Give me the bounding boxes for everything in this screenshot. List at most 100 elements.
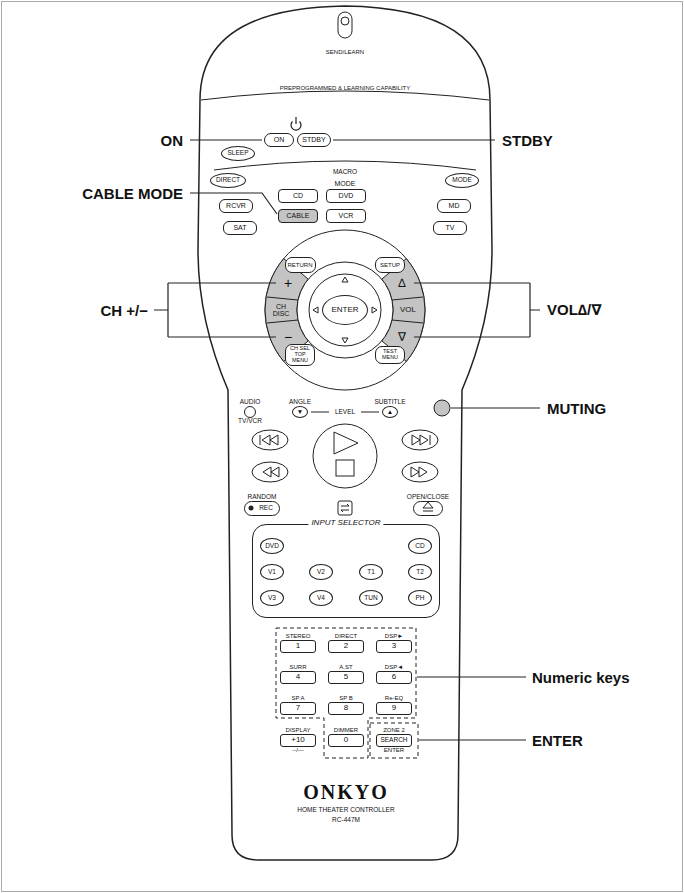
housing-print: RC-447M xyxy=(332,817,360,824)
mode-button: CD xyxy=(278,189,318,203)
transport-button xyxy=(313,424,377,488)
button-label: 6 xyxy=(392,673,396,681)
callout-label: STDBY xyxy=(500,132,555,149)
leader-line xyxy=(333,139,495,140)
cursor-arrow xyxy=(342,338,348,343)
key-caption: DSP◄ xyxy=(385,664,403,670)
channel-key: CH DISC xyxy=(268,300,294,320)
button-label: T1 xyxy=(367,569,375,576)
send-learn-led xyxy=(338,12,352,38)
button-label: PH xyxy=(415,595,424,602)
button: CH SEL TOP MENU xyxy=(285,344,315,365)
button-label: ∆ xyxy=(398,277,405,290)
transport-button xyxy=(402,430,438,450)
numeric-key: SP A7 xyxy=(280,702,316,715)
button-label: VCR xyxy=(339,212,354,219)
navigation-ring xyxy=(392,297,423,300)
muting-button xyxy=(434,400,450,416)
button-label: REC xyxy=(259,505,273,512)
numeric-key: STEREO1 xyxy=(280,640,316,653)
transport-symbol xyxy=(338,501,352,515)
mode-button: SAT xyxy=(223,221,257,235)
button: MODE xyxy=(445,173,479,188)
navigation-ring xyxy=(265,230,425,390)
key-caption: RANDOM xyxy=(248,494,277,501)
button-label: ENTER xyxy=(331,306,358,314)
input-button: V3 xyxy=(260,590,284,606)
input-button: T1 xyxy=(359,564,383,580)
enter-key-bracket xyxy=(370,723,418,758)
key-caption: ENTER xyxy=(384,747,404,753)
key-caption: ANGLE xyxy=(289,399,311,406)
button-label: RCVR xyxy=(226,202,246,209)
button-label: 9 xyxy=(392,704,396,712)
numeric-keys-bracket xyxy=(276,628,416,758)
record-dot xyxy=(249,506,254,511)
transport-button xyxy=(252,430,288,450)
button-label: CH SEL TOP MENU xyxy=(288,346,312,363)
callout-label: CH +/− xyxy=(98,302,150,319)
record-button: RANDOMREC xyxy=(244,501,280,516)
button-label: DVD xyxy=(265,543,279,550)
level-rule xyxy=(361,412,379,413)
button-label: SAT xyxy=(233,224,246,231)
input-button: TUN xyxy=(359,590,383,606)
standby-button: STDBY xyxy=(297,133,331,147)
button: DIRECT xyxy=(210,173,246,188)
remote-housing xyxy=(198,6,492,860)
leader-line xyxy=(417,676,526,677)
button: SETUP xyxy=(375,257,405,273)
numeric-key: DIRECT2 xyxy=(328,640,364,653)
button-label: V2 xyxy=(317,569,325,576)
housing-print: MACRO xyxy=(333,169,357,176)
button-label: − xyxy=(284,330,292,345)
input-selector-group: INPUT SELECTORDVDCDV1V2T1T2V3V4TUNPH xyxy=(252,524,440,618)
input-button: DVD xyxy=(260,538,284,554)
key-caption: OPEN/CLOSE xyxy=(407,494,449,501)
button-label: DIRECT xyxy=(216,177,240,184)
callout-label: VOL∆/∇ xyxy=(545,301,604,319)
transport-button xyxy=(252,424,438,488)
key-caption: Re-EQ xyxy=(385,695,403,701)
key-caption: SURR xyxy=(289,664,306,670)
eject-button: OPEN/CLOSE xyxy=(413,501,443,516)
send-learn-led xyxy=(341,17,349,25)
transport-symbol xyxy=(336,460,354,476)
navigation-ring xyxy=(392,320,423,323)
leader-line xyxy=(154,140,540,740)
button-label: CD xyxy=(293,192,303,199)
key-caption: DIRECT xyxy=(335,633,357,639)
button-label: SEARCH xyxy=(380,737,407,744)
button-label: SETUP xyxy=(380,262,400,268)
key-caption: SUBTITLE xyxy=(374,399,405,406)
numeric-key: DSP◄6 xyxy=(376,671,412,684)
transport-symbol xyxy=(341,504,349,512)
round-button: ANGLE▼ xyxy=(292,406,308,418)
navigation-ring xyxy=(297,262,393,358)
button-label: 8 xyxy=(344,704,348,712)
button: TEST MENU xyxy=(375,346,405,364)
housing-print: ONKYO xyxy=(303,782,389,803)
housing-print: HOME THEATER CONTROLLER xyxy=(297,807,394,814)
key-caption: TV/VCR xyxy=(238,418,262,425)
button-label: 5 xyxy=(344,673,348,681)
round-button: SUBTITLE▲ xyxy=(382,406,398,418)
button-label: V1 xyxy=(268,569,276,576)
input-button: T2 xyxy=(408,564,432,580)
button-label: VOL xyxy=(400,306,416,314)
button-label: 7 xyxy=(296,704,300,712)
key-caption: ZONE 2 xyxy=(383,727,405,733)
button-label: 3 xyxy=(392,642,396,650)
button-label: TV xyxy=(446,224,455,231)
numeric-key: DIMMER0 xyxy=(328,734,364,747)
numeric-key: SP B8 xyxy=(328,702,364,715)
button: SLEEP xyxy=(221,146,255,161)
button-label: 0 xyxy=(344,736,348,744)
button-label: MD xyxy=(449,202,460,209)
navigation-ring xyxy=(267,297,298,300)
transport-symbol xyxy=(423,502,433,511)
round-button: AUDIOTV/VCR xyxy=(244,406,256,418)
